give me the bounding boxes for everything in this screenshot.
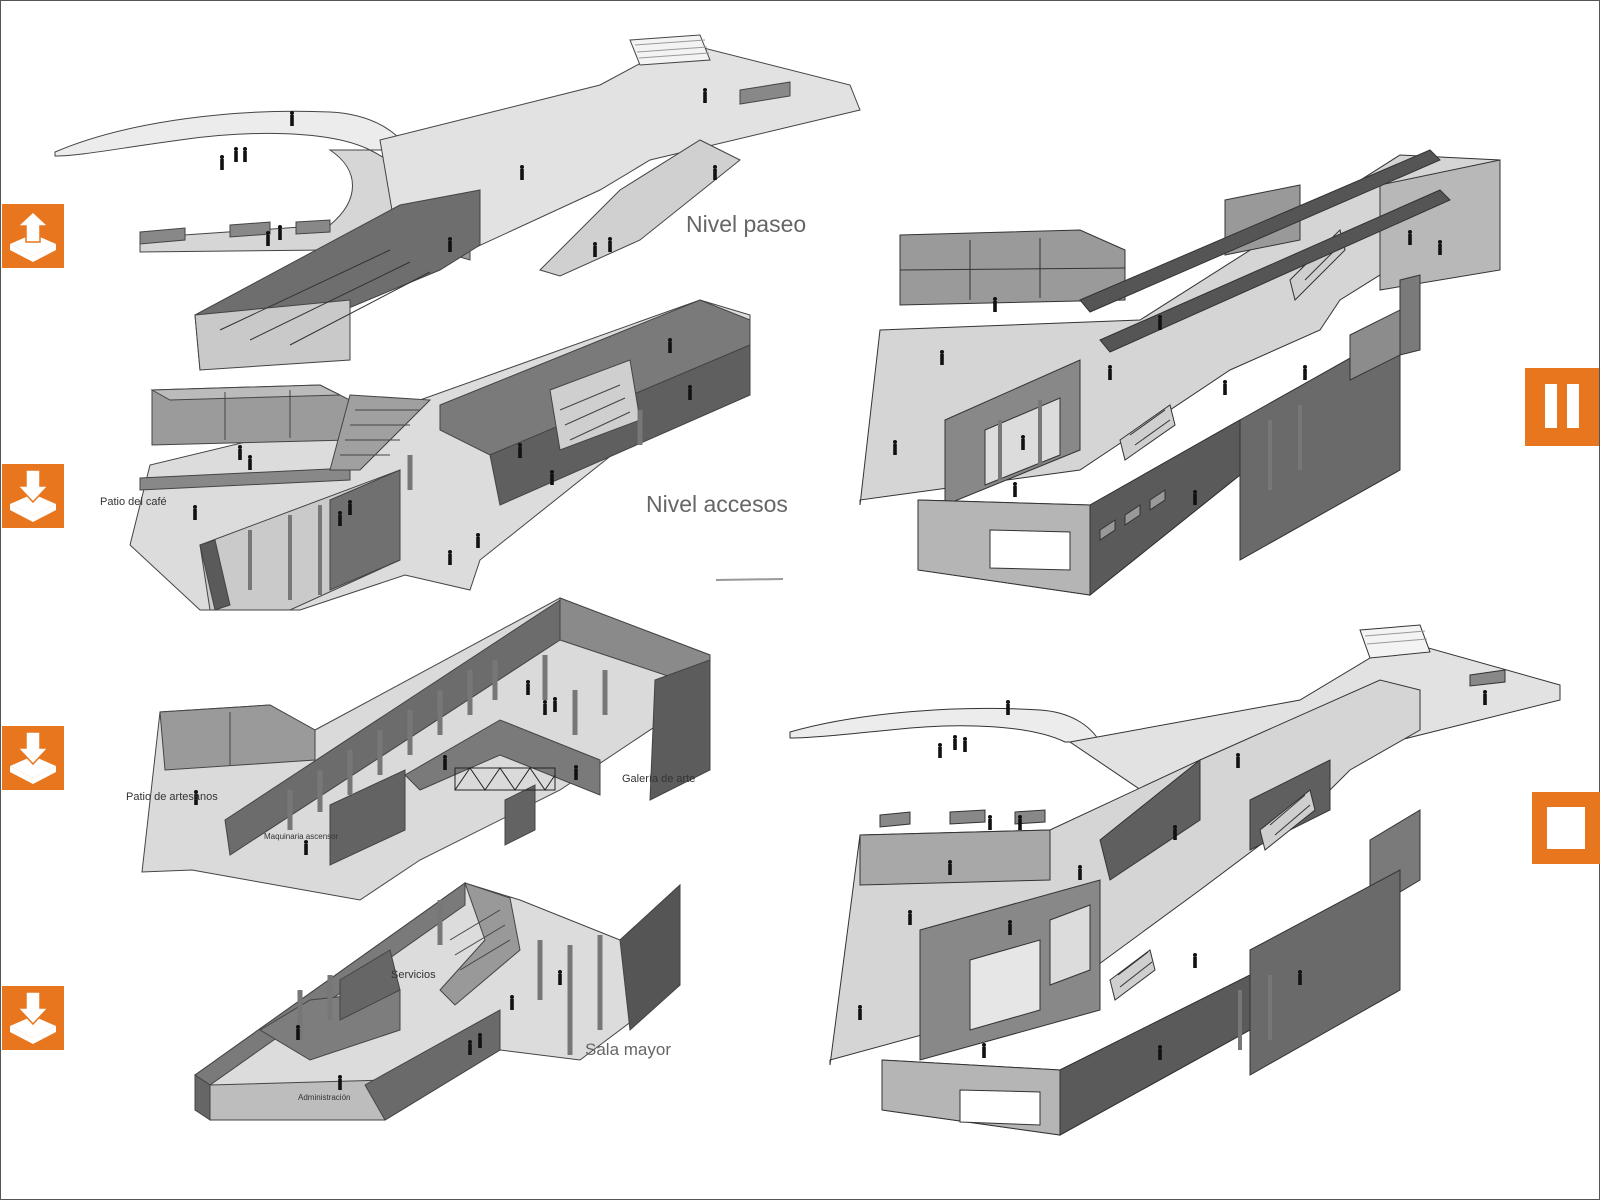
label-nivel-paseo: Nivel paseo bbox=[686, 211, 806, 237]
label-servicios: Servicios bbox=[391, 969, 436, 981]
label-patio-cafe: Patio del café bbox=[100, 496, 167, 508]
level-up-icon[interactable] bbox=[2, 204, 64, 268]
sala-mayor-plan bbox=[194, 882, 681, 1121]
label-maquinaria-ascensor: Maquinaria ascensor bbox=[264, 832, 339, 841]
building-axonometric-top bbox=[859, 149, 1501, 597]
label-patio-artesanos: Patio de artesanos bbox=[126, 791, 218, 803]
level-down-icon[interactable] bbox=[2, 986, 64, 1050]
divider-line bbox=[715, 578, 784, 581]
level-down-icon[interactable] bbox=[2, 726, 64, 790]
building-axonometric-bottom bbox=[789, 624, 1561, 1136]
pause-view-icon[interactable] bbox=[1525, 368, 1599, 446]
label-nivel-accesos: Nivel accesos bbox=[646, 491, 788, 517]
nivel-paseo-plan bbox=[54, 34, 861, 371]
stop-view-icon[interactable] bbox=[1532, 792, 1600, 864]
label-galeria-arte: Galería de arte bbox=[622, 773, 695, 785]
galeria-plan bbox=[141, 597, 711, 901]
label-sala-mayor: Sala mayor bbox=[585, 1040, 671, 1059]
nivel-accesos-plan bbox=[129, 299, 751, 611]
level-down-icon[interactable] bbox=[2, 464, 64, 528]
label-administracion: Administración bbox=[298, 1093, 350, 1102]
